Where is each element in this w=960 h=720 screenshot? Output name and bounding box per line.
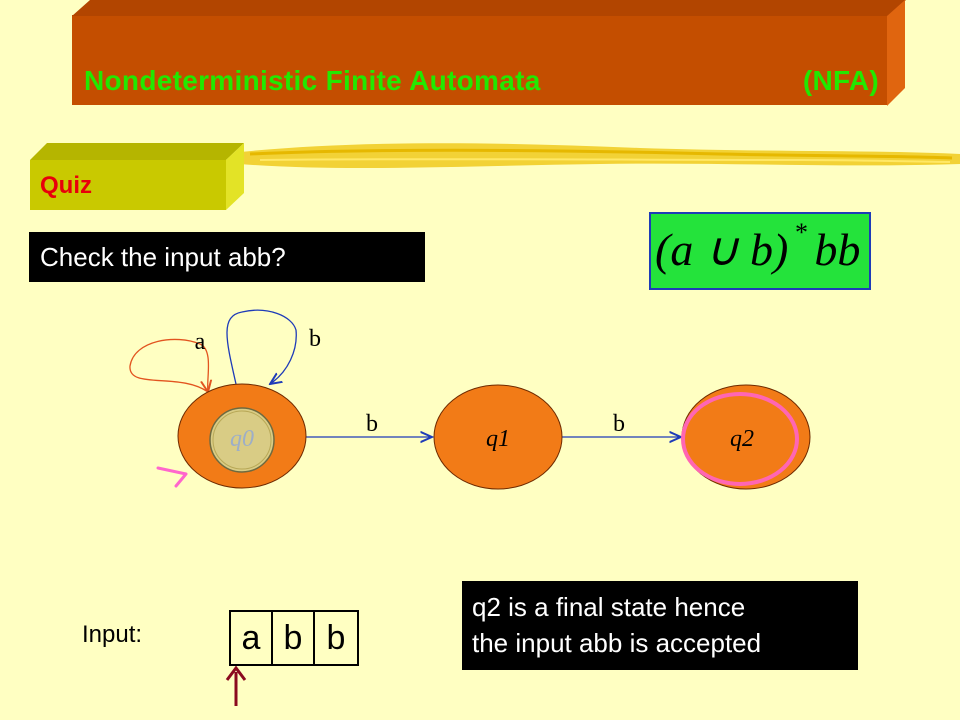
loop-b-edge <box>226 309 297 384</box>
regex-kleene-star: * <box>795 218 808 247</box>
tape-cell: b <box>273 612 315 664</box>
state-q2-label: q2 <box>730 426 754 452</box>
loop-b-label: b <box>309 326 321 352</box>
state-q1-label: q1 <box>486 426 510 452</box>
slide-title-main: Nondeterministic Finite Automata <box>84 65 541 96</box>
tape-cell: b <box>326 618 346 657</box>
quiz-tab <box>30 160 226 210</box>
quiz-tab-3d <box>30 143 244 210</box>
input-tape: a b b <box>229 610 359 666</box>
state-q1 <box>433 384 563 490</box>
result-message: q2 is a final state hence the input abb … <box>462 581 858 670</box>
tape-head-arrow-icon <box>225 666 247 706</box>
result-line-2: the input abb is accepted <box>472 628 762 658</box>
question-box: Check the input abb? <box>29 232 425 282</box>
state-q0-label: q0 <box>230 426 254 452</box>
loop-a-label: a <box>195 329 206 355</box>
start-state-marker <box>156 466 188 488</box>
state-q2-final-ring <box>681 392 799 486</box>
input-label: Input: <box>82 621 143 648</box>
regex-expression: (a ∪ b) bb <box>655 222 860 278</box>
regex-body: (a ∪ b) <box>655 224 789 275</box>
state-q0-active-marker <box>209 407 275 473</box>
title-banner-side-face <box>887 0 905 106</box>
slide-title: Nondeterministic Finite Automata (NFA) <box>84 64 879 98</box>
decorative-brush-stroke <box>240 143 960 169</box>
title-banner-top-face <box>72 0 906 16</box>
edge-q1-q2-label: b <box>613 411 625 437</box>
tape-cell: a <box>231 612 273 664</box>
regex-tail: bb <box>814 224 861 275</box>
regex-box <box>649 212 871 290</box>
slide-title-abbrev: (NFA) <box>802 65 879 96</box>
loop-a-edge <box>129 338 209 392</box>
state-q0-inner-ring <box>212 410 272 470</box>
edge-q0-q1-label: b <box>366 411 378 437</box>
result-line-1: q2 is a final state hence <box>472 592 746 622</box>
quiz-label: Quiz <box>40 172 92 199</box>
title-banner <box>72 15 888 105</box>
